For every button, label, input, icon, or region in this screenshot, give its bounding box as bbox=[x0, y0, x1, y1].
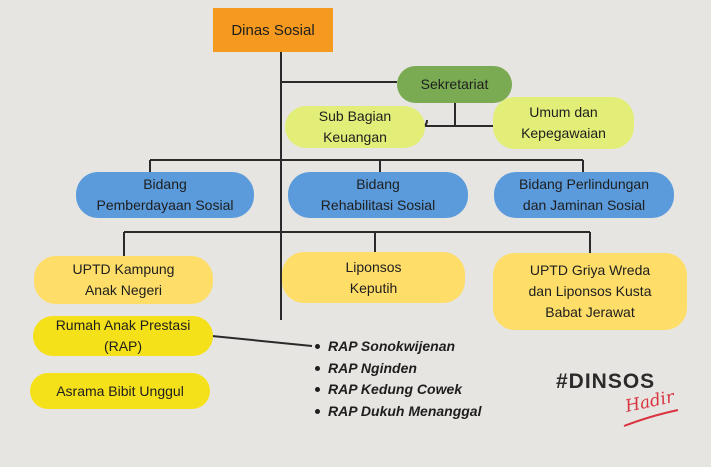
liponsos-keputih-box: Liponsos Keputih bbox=[282, 252, 465, 303]
signature-underline bbox=[623, 409, 679, 427]
list-item: RAP Nginden bbox=[312, 358, 482, 380]
asrama-bibit-unggul-box: Asrama Bibit Unggul bbox=[30, 373, 210, 409]
umum-kepegawaian-box: Umum dan Kepegawaian bbox=[493, 97, 634, 149]
hashtag-dinsos: #DINSOS bbox=[556, 370, 656, 393]
uptd-griya-wreda-box: UPTD Griya Wreda dan Liponsos Kusta Baba… bbox=[493, 253, 687, 330]
bidang-perlindungan-box: Bidang Perlindungan dan Jaminan Sosial bbox=[494, 172, 674, 218]
list-item: RAP Sonokwijenan bbox=[312, 336, 482, 358]
bidang-pemberdayaan-box: Bidang Pemberdayaan Sosial bbox=[76, 172, 254, 218]
list-item: RAP Dukuh Menanggal bbox=[312, 401, 482, 423]
bidang-rehabilitasi-box: Bidang Rehabilitasi Sosial bbox=[288, 172, 468, 218]
list-item: RAP Kedung Cowek bbox=[312, 379, 482, 401]
uptd-kampung-anak-negeri-box: UPTD Kampung Anak Negeri bbox=[34, 256, 213, 304]
rumah-anak-prestasi-box: Rumah Anak Prestasi (RAP) bbox=[33, 316, 213, 356]
sub-bagian-keuangan-box: Sub Bagian Keuangan bbox=[285, 106, 425, 148]
dinas-sosial-box: Dinas Sosial bbox=[213, 8, 333, 52]
sekretariat-box: Sekretariat bbox=[397, 66, 512, 103]
rap-location-list: RAP Sonokwijenan RAP Nginden RAP Kedung … bbox=[312, 336, 482, 422]
